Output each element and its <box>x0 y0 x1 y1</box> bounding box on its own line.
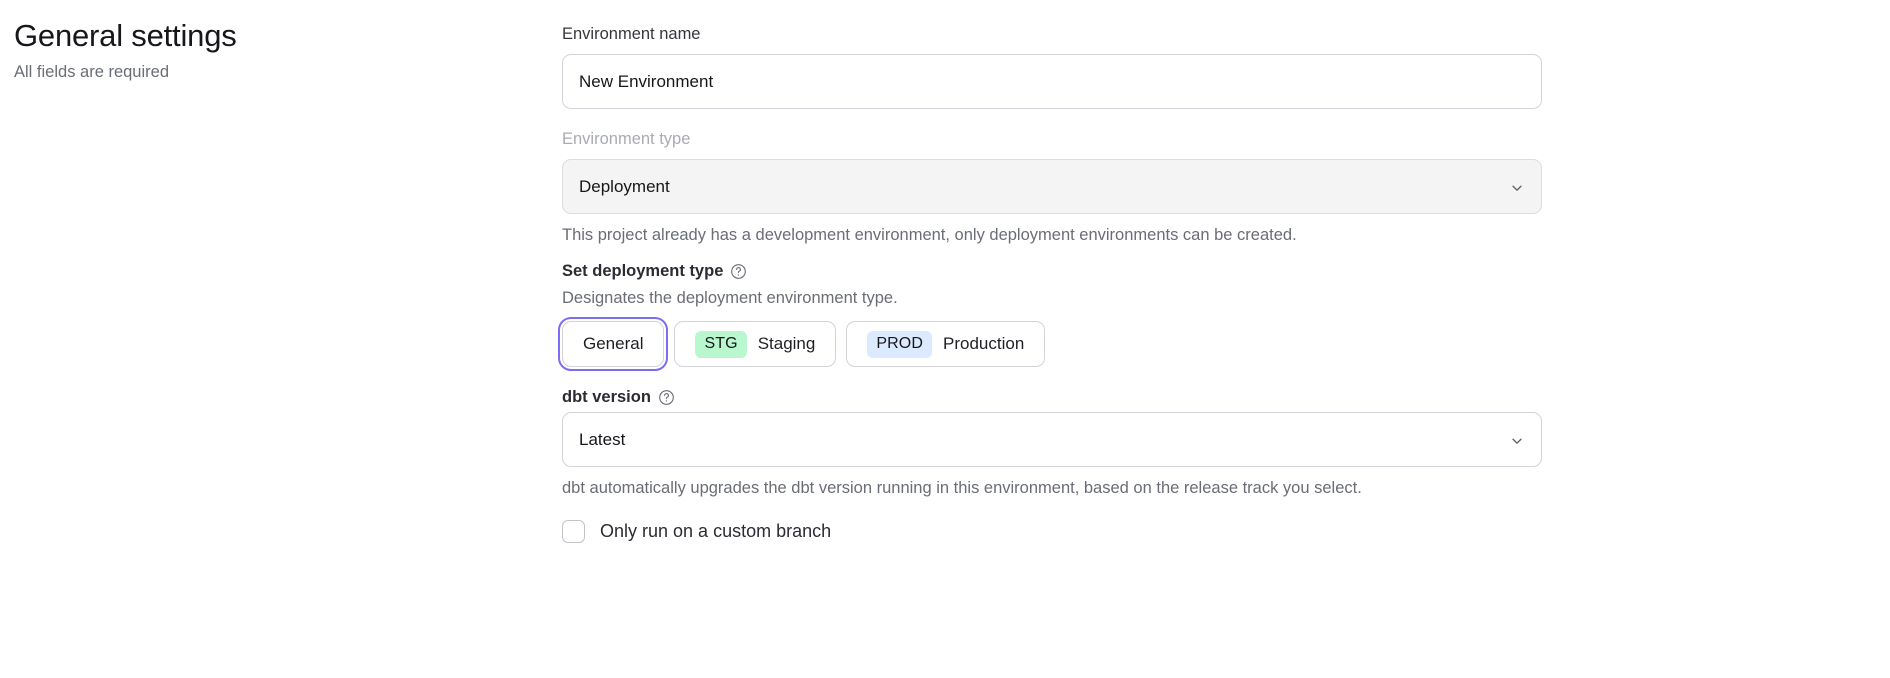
page-subtitle: All fields are required <box>14 63 169 81</box>
environment-name-field: Environment name New Environment <box>562 22 1542 109</box>
environment-type-field: Environment type Deployment This project… <box>562 127 1542 247</box>
page-title: General settings <box>14 18 237 53</box>
deployment-type-option-general[interactable]: General <box>557 317 669 371</box>
deployment-type-label-row: Set deployment type <box>562 259 1542 283</box>
deployment-type-option-production-label: Production <box>943 334 1025 353</box>
custom-branch-checkbox[interactable] <box>562 519 585 543</box>
environment-type-help: This project already has a development e… <box>562 226 1297 244</box>
custom-branch-label[interactable]: Only run on a custom branch <box>600 521 832 541</box>
chevron-down-icon <box>1510 180 1524 194</box>
production-badge: PROD <box>867 330 932 358</box>
dbt-version-help: dbt automatically upgrades the dbt versi… <box>562 479 1362 497</box>
environment-name-label: Environment name <box>562 25 701 43</box>
dbt-version-label-row: dbt version <box>562 385 1542 409</box>
question-circle-icon[interactable] <box>658 389 675 406</box>
dbt-version-value: Latest <box>579 429 626 449</box>
environment-name-input[interactable]: New Environment <box>562 54 1542 109</box>
environment-type-label: Environment type <box>562 130 691 148</box>
deployment-type-description: Designates the deployment environment ty… <box>562 289 898 307</box>
staging-badge: STG <box>695 330 747 358</box>
chevron-down-icon <box>1510 433 1524 447</box>
deployment-type-field: Set deployment type Designates the deplo… <box>557 259 1542 371</box>
question-circle-icon[interactable] <box>730 263 747 280</box>
custom-branch-field: Only run on a custom branch <box>562 519 1542 543</box>
settings-form: Environment name New Environment Environ… <box>557 22 1542 543</box>
deployment-type-option-production[interactable]: PROD Production <box>846 321 1046 367</box>
settings-header: General settings All fields are required <box>14 16 534 84</box>
environment-type-value: Deployment <box>579 176 670 196</box>
dbt-version-label: dbt version <box>562 388 651 406</box>
dbt-version-field: dbt version Latest dbt automatica <box>562 385 1542 500</box>
environment-name-value: New Environment <box>579 71 714 91</box>
deployment-type-options: General STG Staging PROD Production <box>557 317 1542 371</box>
deployment-type-option-staging-label: Staging <box>757 334 816 353</box>
deployment-type-option-staging[interactable]: STG Staging <box>674 321 837 367</box>
dbt-version-select[interactable]: Latest <box>562 412 1542 467</box>
deployment-type-option-general-label: General <box>583 334 644 353</box>
environment-type-select[interactable]: Deployment <box>562 159 1542 214</box>
deployment-type-label: Set deployment type <box>562 262 724 280</box>
